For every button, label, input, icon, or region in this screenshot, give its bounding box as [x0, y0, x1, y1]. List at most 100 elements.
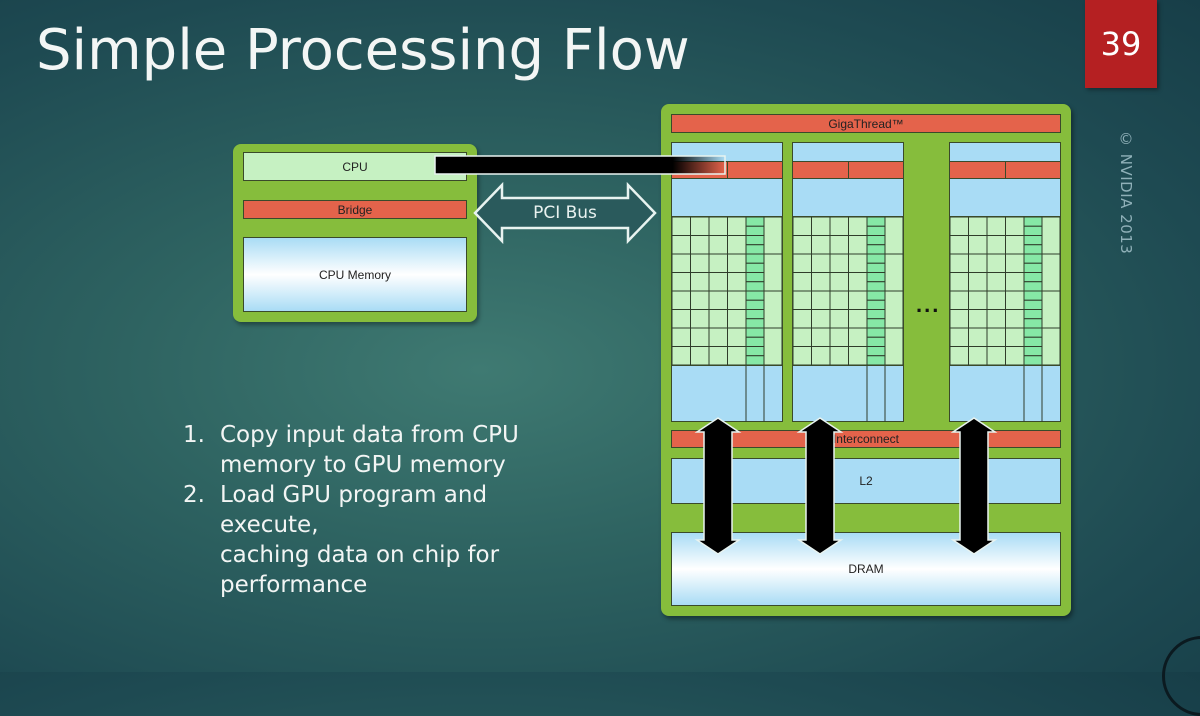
step-text: caching data on chip for performance — [220, 542, 500, 598]
cuda-core — [793, 217, 812, 236]
special-function-unit — [763, 290, 782, 329]
load-store-unit — [866, 290, 886, 301]
cuda-core — [1005, 235, 1025, 255]
dram-block: DRAM — [671, 532, 1061, 606]
cuda-core — [793, 272, 812, 292]
cuda-core — [708, 217, 728, 236]
cuda-core — [690, 309, 710, 329]
gigathread-block: GigaThread™ — [671, 114, 1061, 133]
cuda-core — [848, 290, 868, 310]
cuda-core — [968, 235, 988, 255]
cuda-core — [690, 217, 710, 236]
cuda-core — [690, 272, 710, 292]
cuda-core — [986, 290, 1006, 310]
cuda-core — [986, 309, 1006, 329]
sm-scheduler-bar — [793, 161, 903, 179]
load-store-unit — [1023, 299, 1043, 310]
load-store-unit — [866, 262, 886, 273]
cuda-core — [986, 253, 1006, 273]
load-store-unit — [745, 355, 765, 365]
cuda-core — [829, 217, 849, 236]
cuda-core — [708, 290, 728, 310]
cuda-core — [968, 272, 988, 292]
load-store-unit — [745, 281, 765, 292]
sm-scheduler-bar — [672, 161, 782, 179]
load-store-unit — [745, 290, 765, 301]
load-store-unit — [866, 299, 886, 310]
cuda-core — [829, 346, 849, 365]
cuda-core — [708, 235, 728, 255]
cuda-core — [950, 217, 969, 236]
cuda-core — [968, 217, 988, 236]
special-function-unit — [1041, 327, 1060, 365]
load-store-unit — [745, 244, 765, 255]
load-store-unit — [1023, 290, 1043, 301]
more-sms-ellipsis: ... — [916, 292, 941, 317]
cuda-core — [811, 253, 831, 273]
load-store-unit — [866, 309, 886, 320]
cuda-core — [690, 327, 710, 347]
cuda-core — [727, 346, 747, 365]
load-store-unit — [1023, 253, 1043, 264]
cuda-core — [829, 309, 849, 329]
load-store-unit — [1023, 309, 1043, 320]
load-store-unit — [866, 272, 886, 283]
cuda-core — [672, 290, 691, 310]
cuda-core — [848, 217, 868, 236]
slide-number: 39 — [1085, 0, 1157, 88]
cuda-core — [727, 217, 747, 236]
load-store-unit — [745, 309, 765, 320]
double-arrow-icon — [473, 182, 657, 244]
cuda-core — [968, 327, 988, 347]
cuda-core — [811, 235, 831, 255]
load-store-unit — [866, 355, 886, 365]
cuda-core — [968, 253, 988, 273]
cuda-core — [968, 290, 988, 310]
cuda-core — [848, 309, 868, 329]
cuda-core — [708, 346, 728, 365]
cuda-core — [1005, 290, 1025, 310]
step-item: 2. Load GPU program and execute, — [183, 480, 550, 540]
cuda-core — [672, 235, 691, 255]
load-store-unit — [1023, 336, 1043, 347]
cpu-memory-block: CPU Memory — [243, 237, 467, 312]
cuda-core — [672, 253, 691, 273]
cuda-core — [708, 309, 728, 329]
cuda-core — [829, 253, 849, 273]
cuda-core — [727, 327, 747, 347]
cuda-core — [811, 272, 831, 292]
step-number — [183, 540, 220, 600]
cuda-core — [848, 346, 868, 365]
cuda-core — [848, 235, 868, 255]
step-text: Copy input data from CPU memory to GPU m… — [220, 422, 519, 478]
special-function-unit — [884, 327, 903, 365]
cuda-core — [672, 327, 691, 347]
cpu-block: CPU — [243, 152, 467, 181]
load-store-unit — [866, 244, 886, 255]
sm-core-grid — [950, 216, 1060, 366]
cuda-core — [727, 235, 747, 255]
cuda-core — [727, 272, 747, 292]
load-store-unit — [1023, 346, 1043, 357]
cuda-core — [672, 346, 691, 365]
load-store-unit — [1023, 217, 1043, 227]
load-store-unit — [1023, 225, 1043, 236]
cuda-core — [793, 309, 812, 329]
pci-bus-label: PCI Bus — [533, 203, 597, 223]
cuda-core — [793, 346, 812, 365]
load-store-unit — [745, 299, 765, 310]
load-store-unit — [745, 262, 765, 273]
load-store-unit — [1023, 262, 1043, 273]
cuda-core — [727, 309, 747, 329]
special-function-unit — [763, 327, 782, 365]
special-function-unit — [1041, 290, 1060, 329]
special-function-unit — [1041, 253, 1060, 292]
sm-core-grid — [672, 216, 782, 366]
cuda-core — [672, 272, 691, 292]
load-store-unit — [745, 346, 765, 357]
cuda-core — [672, 309, 691, 329]
load-store-unit — [866, 253, 886, 264]
cuda-core — [690, 253, 710, 273]
cuda-core — [811, 290, 831, 310]
cuda-core — [727, 253, 747, 273]
